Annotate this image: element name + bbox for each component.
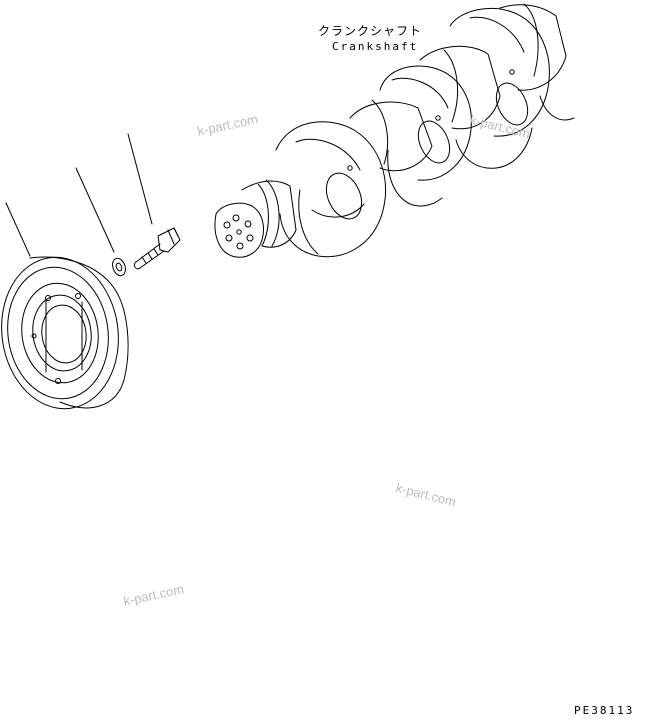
bolt bbox=[133, 227, 181, 270]
leader-line-pulley bbox=[5, 202, 31, 257]
leader-line-washer bbox=[75, 167, 115, 253]
figure-code: PE38113 bbox=[574, 704, 635, 717]
crankshaft-label-jp: クランクシャフト bbox=[318, 24, 423, 38]
crankshaft-label-en: Crankshaft bbox=[332, 40, 419, 53]
leader-lines bbox=[5, 133, 153, 257]
washer bbox=[112, 257, 126, 277]
leader-line-bolt bbox=[127, 133, 153, 225]
crankshaft bbox=[214, 3, 575, 258]
crankshaft-pulley bbox=[1, 256, 129, 410]
